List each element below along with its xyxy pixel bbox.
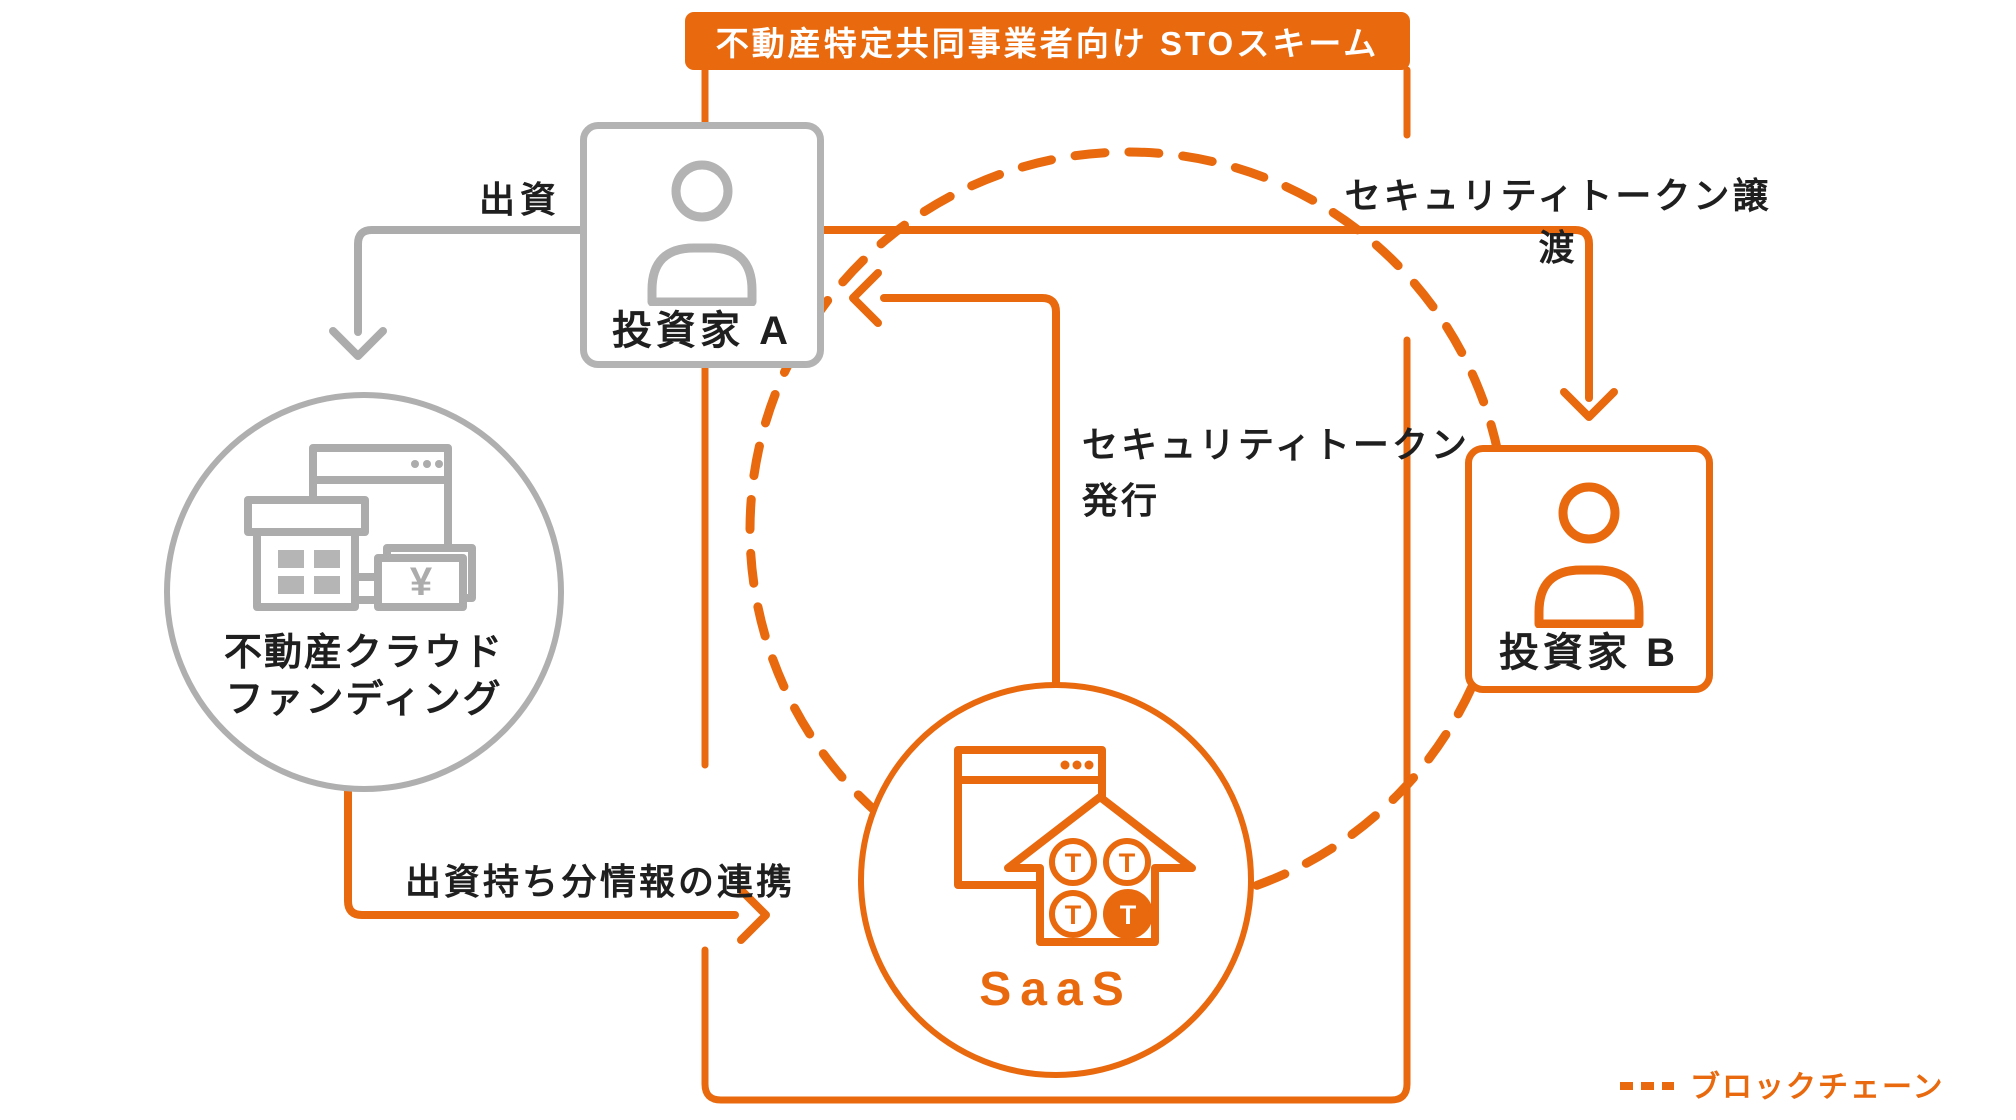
dashed-line-icon — [1620, 1082, 1674, 1090]
scheme-title-banner: 不動産特定共同事業者向け STOスキーム — [685, 12, 1410, 70]
crowdfunding-label-line2: ファンディング — [225, 679, 503, 721]
token-transfer-arrowhead-icon — [1560, 388, 1618, 421]
person-icon — [647, 160, 757, 306]
crowdfunding-circle: ¥ — [164, 392, 564, 792]
token-letter: T — [1065, 900, 1082, 930]
yen-symbol: ¥ — [410, 560, 433, 604]
saas-label: SaaS — [979, 963, 1133, 1016]
share-info-label: 出資持ち分情報の連携 — [404, 861, 795, 902]
token-issuance-label-line1: セキュリティトークン — [1082, 424, 1470, 465]
investor-b-label: 投資家 B — [1499, 631, 1679, 675]
scheme-title: 不動産特定共同事業者向け STOスキーム — [715, 25, 1380, 62]
blockchain-legend-label: ブロックチェーン — [1690, 1071, 1945, 1104]
crowdfunding-label: 不動産クラウド ファンディング — [164, 630, 564, 724]
token-icons: T T T T — [1049, 838, 1153, 939]
token-issuance-label-line2: 発行 — [1082, 480, 1161, 521]
investment-arrowhead-icon — [329, 327, 387, 360]
money-icon: ¥ — [374, 544, 476, 611]
token-letter: T — [1120, 900, 1137, 930]
share-info-arrowhead-icon — [737, 886, 770, 944]
token-transfer-arrow-path — [818, 226, 1593, 402]
share-info-arrow-path — [344, 786, 739, 919]
investor-b-box — [1465, 445, 1713, 693]
investment-label: 出資 — [478, 179, 561, 220]
investment-arrow-path — [354, 226, 584, 336]
investor-a-box — [580, 122, 824, 368]
token-issuance-arrow-path — [880, 294, 1060, 688]
person-icon — [1534, 482, 1644, 628]
blockchain-legend: ブロックチェーン — [1618, 1062, 1945, 1106]
token-issuance-label: セキュリティトークン 発行 — [1082, 417, 1470, 529]
saas-circle: T T T T — [858, 682, 1254, 1078]
token-letter: T — [1119, 848, 1136, 878]
real-estate-crowdfunding-icon: ¥ — [244, 444, 476, 611]
token-letter: T — [1065, 848, 1082, 878]
crowdfunding-label-line1: 不動産クラウド — [223, 632, 504, 674]
investor-a-label: 投資家 A — [612, 309, 792, 353]
token-transfer-label: セキュリティトークン譲渡 — [1344, 175, 1772, 268]
saas-platform-icon: T T T T — [954, 746, 1196, 946]
token-issuance-arrowhead-icon — [849, 269, 882, 327]
building-icon — [244, 496, 369, 611]
